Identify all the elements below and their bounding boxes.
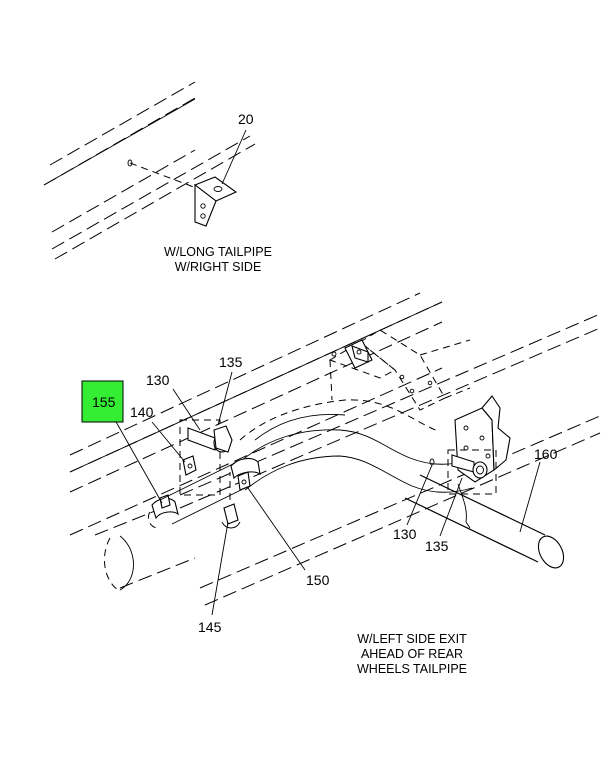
- callout-145[interactable]: 145: [198, 619, 222, 635]
- flex-pipe: [147, 462, 246, 529]
- clamp-155[interactable]: [151, 494, 179, 520]
- tailpipe-160[interactable]: [404, 474, 569, 572]
- highlight-box-155[interactable]: [81, 380, 124, 423]
- exhaust-pipe-phantom: [94, 504, 196, 591]
- callout-130-right[interactable]: 130: [393, 526, 417, 542]
- caption-bottom-line-3: WHEELS TAILPIPE: [357, 662, 467, 676]
- callout-140[interactable]: 140: [130, 404, 154, 420]
- callout-150[interactable]: 150: [306, 572, 330, 588]
- cross-member: [328, 329, 471, 411]
- cross-member-bracket: [344, 339, 373, 369]
- main-frame-rails: [69, 292, 601, 606]
- top-detail-frame-rail: [43, 81, 256, 260]
- callout-135-right[interactable]: 135: [425, 538, 449, 554]
- clamp-140[interactable]: [182, 455, 197, 476]
- leader-lines: [114, 371, 541, 616]
- hanger-bracket-135-right[interactable]: [429, 449, 497, 529]
- exhaust-curve: [239, 399, 473, 493]
- hanger-bracket-135-left[interactable]: [179, 419, 233, 496]
- caption-bottom-line-2: AHEAD OF REAR: [361, 647, 463, 661]
- leader-20: [221, 129, 247, 185]
- clamp-145[interactable]: [221, 472, 241, 529]
- bracket-20[interactable]: [193, 176, 238, 227]
- callout-130-left[interactable]: 130: [146, 372, 170, 388]
- clamp-150[interactable]: [230, 457, 261, 491]
- callout-135-left[interactable]: 135: [219, 354, 243, 370]
- caption-top-line-1: W/LONG TAILPIPE: [164, 245, 272, 259]
- callout-155[interactable]: 155: [92, 394, 116, 410]
- caption-top-line-2: W/RIGHT SIDE: [175, 260, 262, 274]
- callout-155-highlight[interactable]: 155: [81, 380, 124, 423]
- callout-20[interactable]: 20: [238, 111, 254, 127]
- caption-bottom-line-1: W/LEFT SIDE EXIT: [357, 632, 467, 646]
- callout-160[interactable]: 160: [534, 446, 558, 462]
